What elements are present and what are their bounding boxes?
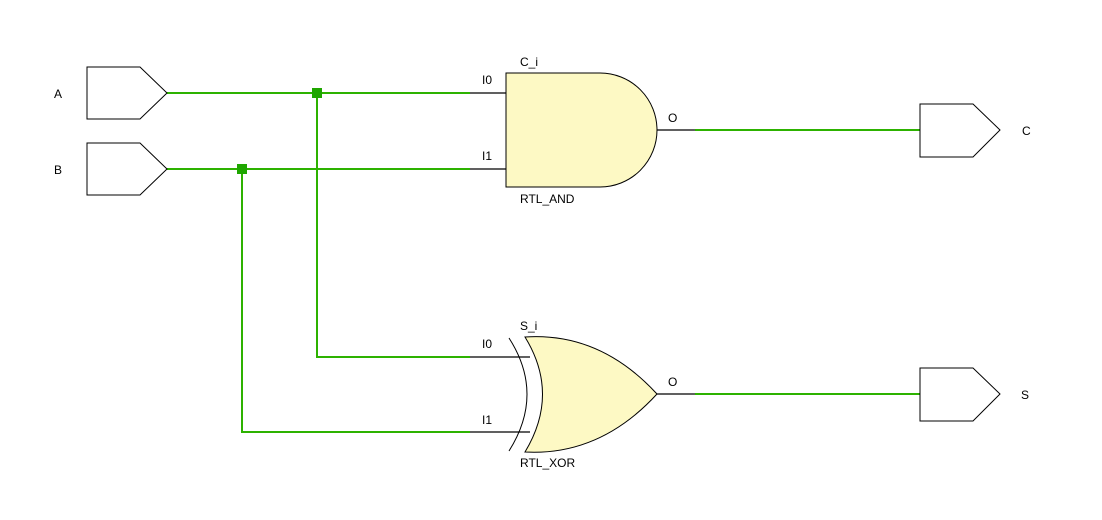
- output-port-s[interactable]: S: [919, 367, 1029, 422]
- input-port-b-shape[interactable]: [86, 142, 168, 196]
- input-port-b[interactable]: B: [54, 142, 168, 196]
- junction-a: [312, 88, 322, 98]
- xor-gate-body[interactable]: [524, 336, 658, 453]
- input-port-b-label: B: [54, 163, 62, 177]
- and-gate[interactable]: C_i RTL_AND I0 I1 O: [470, 55, 695, 206]
- output-port-c[interactable]: C: [919, 103, 1031, 158]
- output-port-c-label: C: [1022, 124, 1031, 138]
- xor-gate[interactable]: S_i RTL_XOR I0 I1 O: [470, 319, 695, 470]
- output-port-s-shape[interactable]: [919, 367, 1001, 422]
- and-type-label: RTL_AND: [520, 192, 575, 206]
- and-gate-body[interactable]: [505, 72, 658, 188]
- xor-instance-label: S_i: [520, 319, 537, 333]
- xor-pin-i0-label: I0: [482, 337, 492, 351]
- xor-type-label: RTL_XOR: [520, 456, 575, 470]
- and-pin-o-label: O: [668, 111, 677, 125]
- input-port-a-shape[interactable]: [86, 66, 168, 120]
- xor-gate-extra-arc: [508, 337, 528, 452]
- output-port-s-label: S: [1021, 388, 1029, 402]
- and-pin-i1-label: I1: [482, 149, 492, 163]
- wire-b-to-xor-i1[interactable]: [241, 169, 470, 433]
- xor-pin-i1-label: I1: [482, 413, 492, 427]
- output-port-c-shape[interactable]: [919, 103, 1001, 158]
- wires: [167, 92, 920, 433]
- input-port-a[interactable]: A: [54, 66, 168, 120]
- junction-b: [237, 164, 247, 174]
- input-port-a-label: A: [54, 87, 62, 101]
- and-pin-i0-label: I0: [482, 73, 492, 87]
- wire-a-to-xor-i0[interactable]: [316, 93, 470, 358]
- xor-pin-o-label: O: [668, 375, 677, 389]
- and-instance-label: C_i: [520, 55, 538, 69]
